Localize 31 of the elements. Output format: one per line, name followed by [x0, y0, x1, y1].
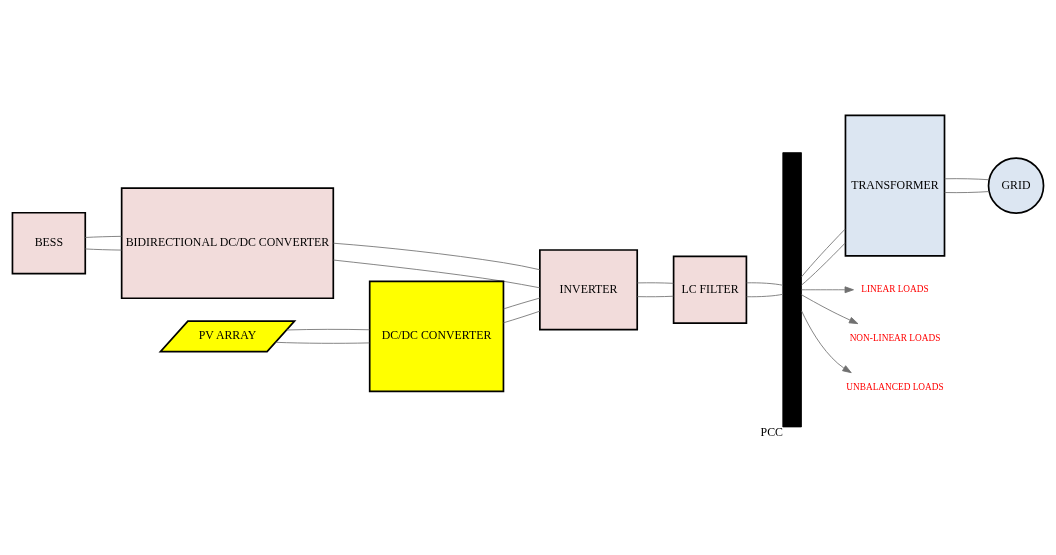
node-box — [782, 152, 802, 428]
node-box: BIDIRECTIONAL DC/DC CONVERTER — [120, 187, 335, 300]
node-box: DC/DC CONVERTER — [368, 280, 505, 393]
node-box: TRANSFORMER — [844, 114, 946, 257]
connector — [333, 242, 541, 271]
arrow — [801, 294, 859, 325]
connector — [503, 297, 541, 310]
node-box: LC FILTER — [672, 255, 748, 325]
node-circle: GRID — [987, 157, 1045, 214]
connector — [637, 295, 674, 298]
node-box: BESS — [11, 211, 87, 275]
connector — [286, 328, 370, 331]
connector — [944, 178, 990, 181]
connector — [746, 293, 784, 298]
connector — [944, 191, 990, 194]
connector — [84, 248, 122, 251]
connector — [333, 259, 541, 289]
connector — [801, 228, 846, 278]
node-text: UNBALANCED LOADS — [846, 382, 944, 393]
node-label: PCC — [760, 425, 784, 440]
connector — [275, 341, 370, 344]
node-text: NON-LINEAR LOADS — [849, 333, 941, 344]
node-box: INVERTER — [539, 249, 639, 331]
arrow — [801, 286, 854, 294]
arrow — [801, 310, 852, 374]
connector — [746, 282, 784, 286]
node-text: LINEAR LOADS — [861, 284, 929, 295]
connector — [503, 310, 541, 324]
connector — [637, 282, 674, 284]
connector — [801, 242, 846, 286]
connector — [84, 235, 122, 238]
